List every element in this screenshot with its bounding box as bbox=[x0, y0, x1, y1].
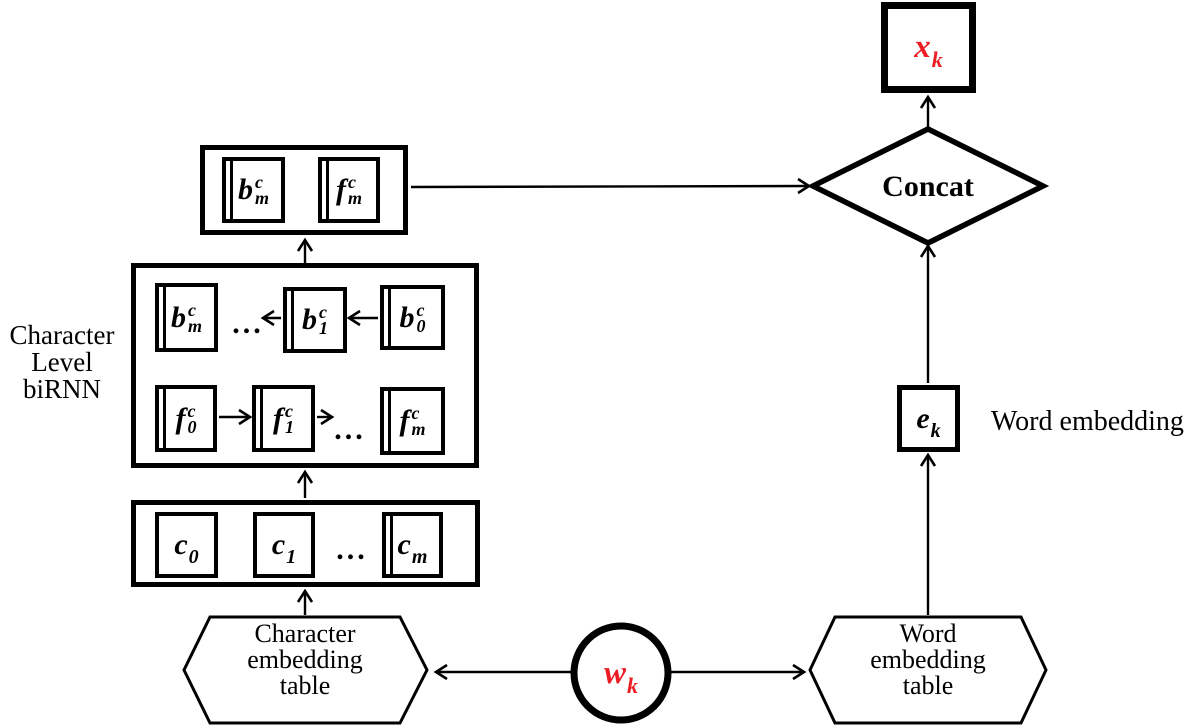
hex-line: embedding bbox=[870, 645, 986, 674]
ellipsis-dots: ... bbox=[232, 307, 264, 340]
hex-line: Word bbox=[899, 619, 957, 648]
caption-line: Character bbox=[9, 320, 115, 350]
ellipsis-dots: ... bbox=[334, 413, 366, 446]
hex-line: table bbox=[902, 671, 954, 700]
character-level-birnn-caption: Character Level biRNN bbox=[2, 322, 122, 403]
word-embedding-caption: Word embedding bbox=[991, 406, 1184, 437]
hex-line: embedding bbox=[247, 645, 363, 674]
caption-line: biRNN bbox=[22, 374, 101, 404]
word-embedding-table-label: Word embedding table bbox=[818, 621, 1038, 699]
caption-line: Level bbox=[31, 347, 93, 377]
ellipsis-dots: ... bbox=[336, 533, 368, 566]
character-embedding-table-label: Character embedding table bbox=[195, 621, 415, 699]
arrow-output-to-concat bbox=[410, 177, 812, 195]
concat-label: Concat bbox=[882, 170, 974, 203]
hex-line: table bbox=[279, 671, 331, 700]
hex-line: Character bbox=[254, 619, 356, 648]
